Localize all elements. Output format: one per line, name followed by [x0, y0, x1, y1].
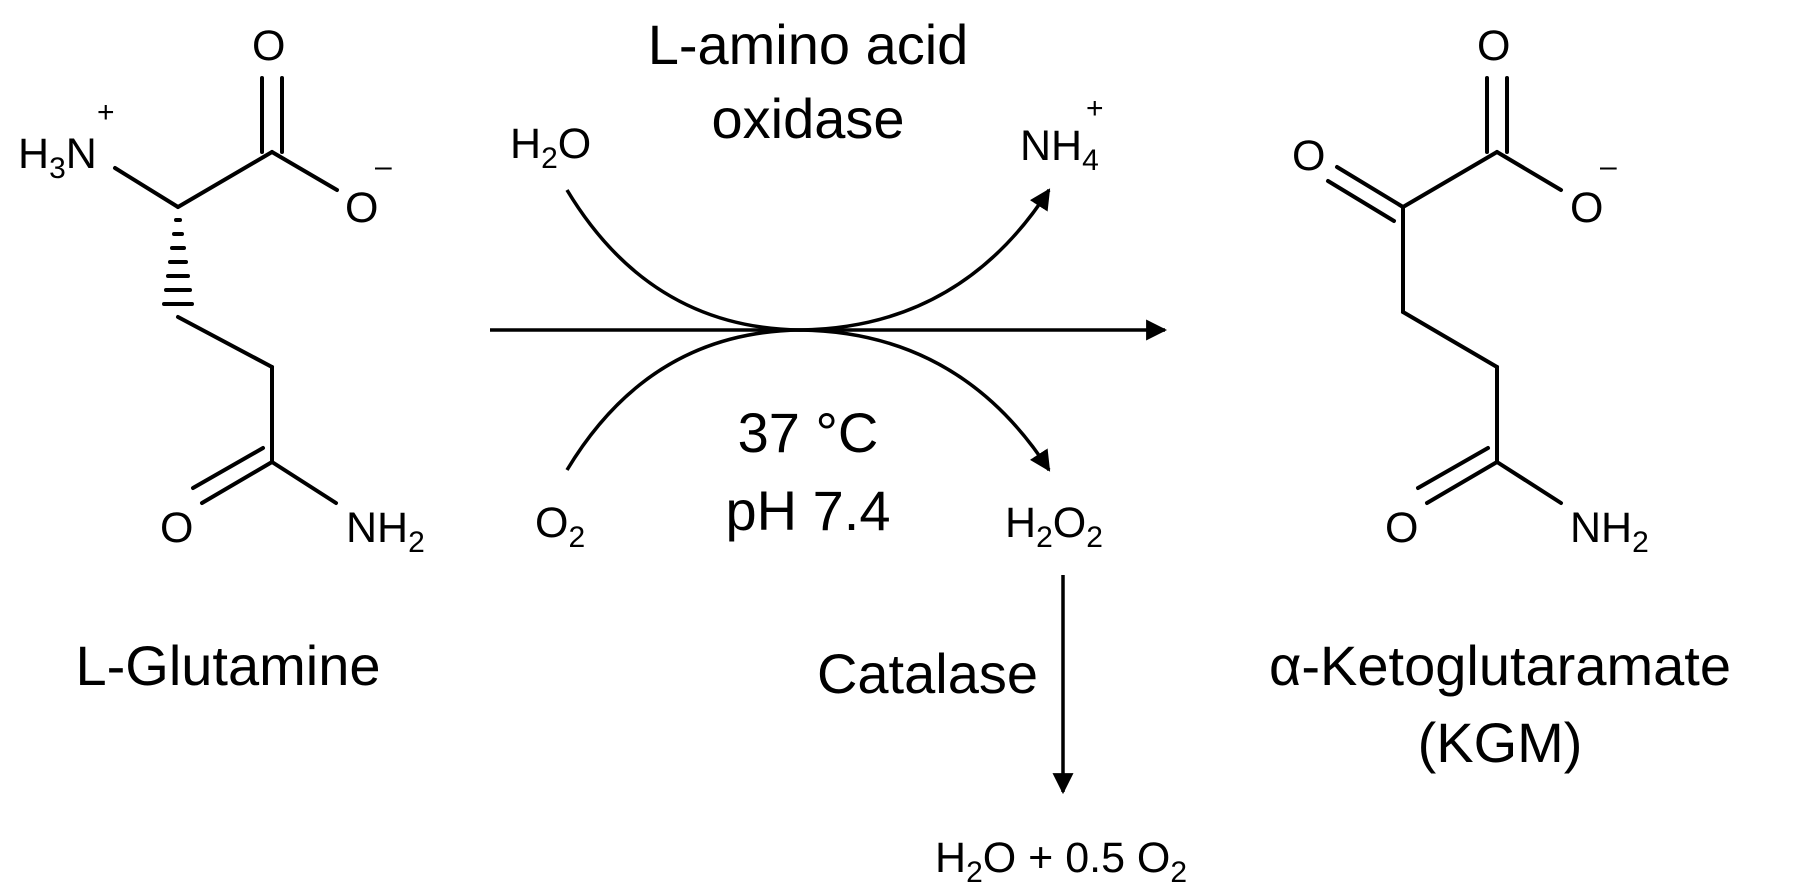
oxygen-in-arc — [565, 328, 1051, 472]
amide-nitrogen: NH2 — [346, 504, 425, 559]
carboxylate-oxygen: O — [1570, 184, 1603, 232]
oxygen-reactant: O2 — [535, 499, 585, 554]
amide-oxygen: O — [160, 504, 193, 552]
enzyme-label-line2: oxidase — [711, 87, 904, 150]
product-name: α-Ketoglutaramate — [1269, 634, 1731, 697]
alpha-ketoglutaramate-structure: O O O – O NH2 — [1292, 22, 1649, 559]
ammonium-product: NH4 — [1020, 122, 1099, 177]
decomposition-products: H2O + 0.5 O2 — [935, 834, 1187, 889]
carboxylate-charge: – — [375, 150, 392, 183]
ammonium-charge: + — [1086, 92, 1104, 125]
carboxylate-oxygen: O — [345, 184, 378, 232]
carbonyl-oxygen: O — [252, 22, 285, 70]
keto-oxygen: O — [1292, 132, 1325, 180]
reaction-arrows — [490, 188, 1168, 795]
carbonyl-oxygen: O — [1477, 22, 1510, 70]
substrate-name: L-Glutamine — [75, 634, 380, 697]
temperature-label: 37 °C — [738, 401, 879, 464]
ph-label: pH 7.4 — [726, 479, 891, 542]
catalase-label: Catalase — [817, 642, 1038, 705]
enzyme-label-line1: L-amino acid — [648, 13, 969, 76]
peroxide-product: H2O2 — [1005, 499, 1103, 554]
amine-group: H3N — [18, 130, 97, 185]
product-abbreviation: (KGM) — [1418, 711, 1583, 774]
water-reactant: H2O — [510, 120, 591, 175]
amide-oxygen: O — [1385, 504, 1418, 552]
l-glutamine-structure: H3N + O O – O NH2 — [18, 22, 425, 559]
carboxylate-charge: – — [1600, 150, 1617, 183]
amine-charge: + — [97, 96, 115, 129]
amide-nitrogen: NH2 — [1570, 504, 1649, 559]
water-in-arc — [565, 188, 1051, 332]
